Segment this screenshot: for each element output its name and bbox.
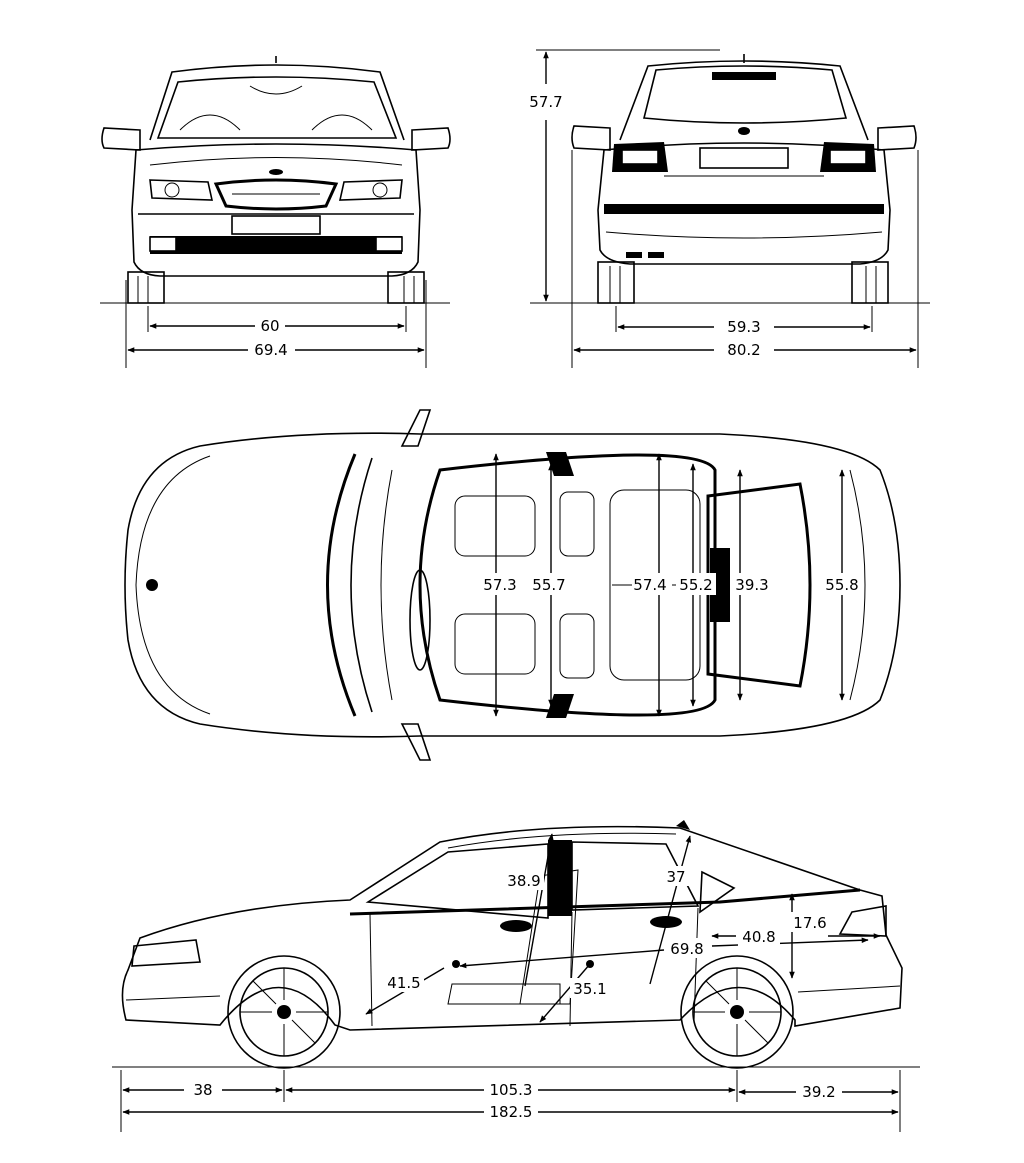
front-hip-room-label: 55.7 xyxy=(532,576,565,594)
wheelbase-label: 105.3 xyxy=(490,1081,533,1099)
rear-legroom-label: 35.1 xyxy=(573,980,606,998)
rear-shoulder-room-label: 57.4 xyxy=(633,576,666,594)
cargo-length-label: 69.8 xyxy=(670,940,703,958)
rear-track-label: 59.3 xyxy=(727,318,760,336)
rear-headroom-label: 37 xyxy=(666,868,685,886)
rear-hip-room-label: 55.2 xyxy=(679,576,712,594)
overall-length-label: 182.5 xyxy=(490,1103,533,1121)
trunk-length-label: 40.8 xyxy=(742,928,775,946)
overall-height-label: 57.7 xyxy=(529,93,562,111)
front-overhang-label: 38 xyxy=(193,1081,212,1099)
front-view: 60 69.4 xyxy=(100,56,451,368)
front-headroom-label: 38.9 xyxy=(507,872,540,890)
trunk-opening-width-label: 39.3 xyxy=(735,576,768,594)
front-width-label: 69.4 xyxy=(254,341,287,359)
front-shoulder-room-label: 57.3 xyxy=(483,576,516,594)
front-legroom-label: 41.5 xyxy=(387,974,420,992)
top-view: 57.3 55.7 57.4 55.2 39.3 55.8 xyxy=(124,409,901,761)
width-with-mirrors-label: 80.2 xyxy=(727,341,760,359)
trunk-width-label: 55.8 xyxy=(825,576,858,594)
rear-view: 57.7 xyxy=(529,49,930,368)
trunk-height-label: 17.6 xyxy=(793,914,826,932)
rear-overhang-label: 39.2 xyxy=(802,1083,835,1101)
front-track-label: 60 xyxy=(260,317,279,335)
side-view: 38.9 37 17.6 40.8 69.8 41.5 35.1 38 105.… xyxy=(112,820,920,1132)
